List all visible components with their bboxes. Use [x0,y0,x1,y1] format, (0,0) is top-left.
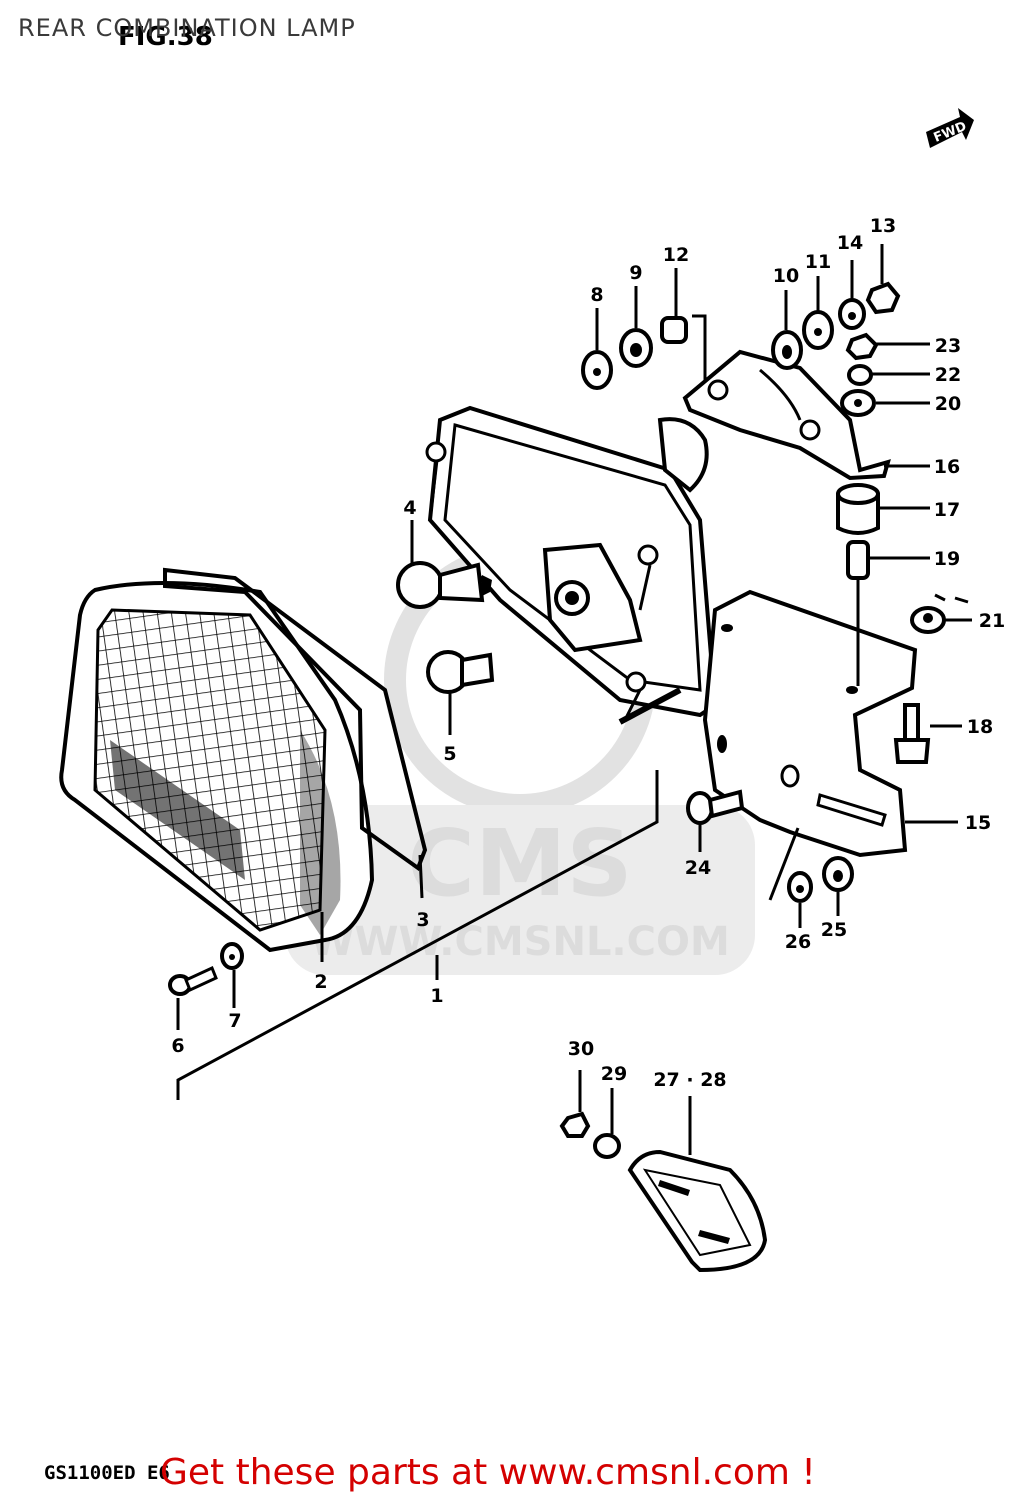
plate-bracket-part-15 [702,589,918,858]
callout-19: 19 [934,548,960,570]
callout-16: 16 [934,456,960,478]
grommet-part-9 [619,328,653,368]
nut-part-30 [559,1111,591,1138]
callout-30: 30 [568,1038,594,1060]
callout-5: 5 [443,743,456,765]
washer-part-29 [593,1133,621,1159]
spacer-part-19 [846,540,870,580]
callout-labels: 1 2 3 4 5 6 7 8 9 10 11 12 13 14 15 16 1… [171,215,1005,1091]
callout-2: 2 [314,971,327,993]
callout-15: 15 [965,812,991,834]
figure-number: FIG.38 [118,22,213,52]
washer-part-20 [840,389,876,417]
grommet-part-10 [771,330,803,370]
nut-part-23 [845,332,879,361]
lamp-housing-part-1 [425,405,718,725]
callout-18: 18 [967,716,993,738]
callout-29: 29 [601,1063,627,1085]
callout-26: 26 [785,931,811,953]
nut-part-13 [865,281,901,315]
screw-part-6 [168,965,218,996]
callout-13: 13 [870,215,896,237]
callout-10: 10 [773,265,799,287]
screw-part-24 [686,789,745,825]
callout-9: 9 [629,262,642,284]
bolt-part-18 [893,703,931,764]
callout-17: 17 [934,499,960,521]
callout-4: 4 [403,497,416,519]
callout-12: 12 [663,244,689,266]
promo-link[interactable]: Get these parts at www.cmsnl.com ! [160,1452,816,1493]
nut-part-25 [822,856,854,892]
lens-part-2 [59,580,375,953]
callout-25: 25 [821,919,847,941]
callout-3: 3 [416,909,429,931]
callout-27-28: 27 · 28 [653,1069,726,1091]
washer-part-7 [220,942,244,970]
forward-arrow-icon: FWD [926,108,974,148]
leader-lines [176,244,972,1155]
washer-part-11 [802,310,834,350]
reflector-part-27-28 [627,1149,768,1273]
callout-23: 23 [935,335,961,357]
watermark: CMS WWW.CMSNL.COM [285,544,755,975]
washer-part-22 [847,364,873,386]
model-code: GS1100ED E6 [44,1462,170,1484]
callout-8: 8 [590,284,603,306]
page-title: REAR COMBINATION LAMP [18,14,356,42]
washer-part-8 [581,350,613,390]
washer-part-14 [838,298,866,330]
callout-1: 1 [430,985,443,1007]
callout-24: 24 [685,857,711,879]
bulb-part-4 [396,561,492,609]
bulb-part-5 [426,650,495,694]
washer-part-26 [787,871,813,903]
gasket-part-3 [163,567,428,872]
callout-7: 7 [228,1010,241,1032]
collar-part-12 [660,316,688,344]
callout-22: 22 [935,364,961,386]
callout-11: 11 [805,251,831,273]
callout-6: 6 [171,1035,184,1057]
cushion-part-17 [836,483,880,535]
watermark-brand: CMS [407,810,632,917]
watermark-url: WWW.CMSNL.COM [310,919,730,965]
callout-14: 14 [837,232,863,254]
callout-21: 21 [979,610,1005,632]
callout-20: 20 [935,393,961,415]
nut-part-21 [910,606,946,634]
